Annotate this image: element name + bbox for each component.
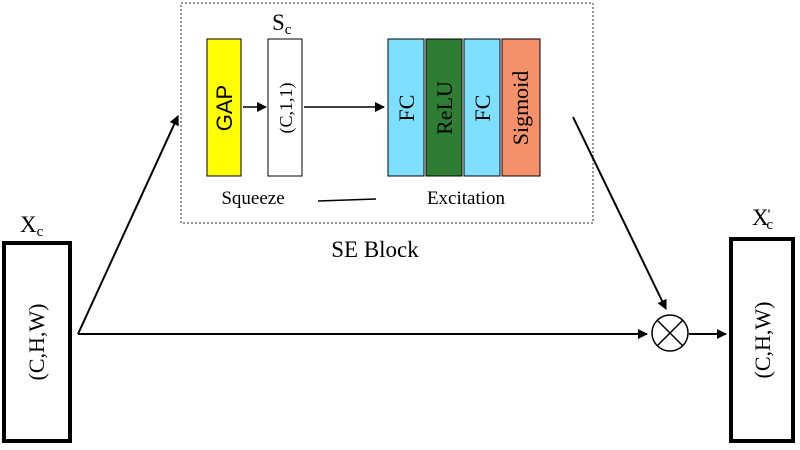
se-block-frame [180, 2, 594, 224]
fc2-block: FC [463, 38, 501, 177]
relu-block: ReLU [425, 38, 463, 177]
output-label: X'c [752, 205, 773, 233]
output-tensor: X'c (C,H,W) [729, 205, 795, 443]
gap-rect [206, 38, 242, 177]
multiply-operator [651, 314, 689, 352]
sc-rect [267, 38, 303, 177]
fc2-rect [463, 38, 501, 177]
sigmoid-label: Sigmoid [508, 71, 533, 146]
input-box [2, 241, 72, 443]
multiply-cross-b [656, 319, 684, 347]
relu-rect [425, 38, 463, 177]
sigmoid-rect [501, 38, 541, 177]
fc1-block: FC [387, 38, 425, 177]
fc1-rect [387, 38, 425, 177]
arrow-se-to-multiply [572, 116, 667, 310]
se-block-label: SE Block [331, 237, 419, 262]
input-shape-text: (C,H,W) [24, 304, 49, 381]
input-label: Xc [20, 212, 44, 240]
output-box [729, 237, 795, 443]
gap-label: GAP [212, 85, 237, 131]
gap-block: GAP [206, 38, 242, 177]
input-tensor: Xc (C,H,W) [2, 212, 72, 443]
excitation-label: Excitation [427, 188, 506, 209]
relu-label: ReLU [432, 81, 457, 135]
squeeze-label: Squeeze [221, 188, 284, 209]
sigmoid-block: Sigmoid [501, 38, 541, 177]
sc-label: Sc [272, 10, 292, 38]
sc-block: (C,1,1) [267, 38, 303, 177]
fc2-label: FC [470, 95, 495, 122]
output-shape-text: (C,H,W) [750, 302, 775, 379]
fc1-label: FC [394, 95, 419, 122]
sc-shape-text: (C,1,1) [276, 83, 297, 134]
squeeze-excitation-separator [317, 198, 377, 202]
arrow-input-to-se [77, 115, 179, 335]
